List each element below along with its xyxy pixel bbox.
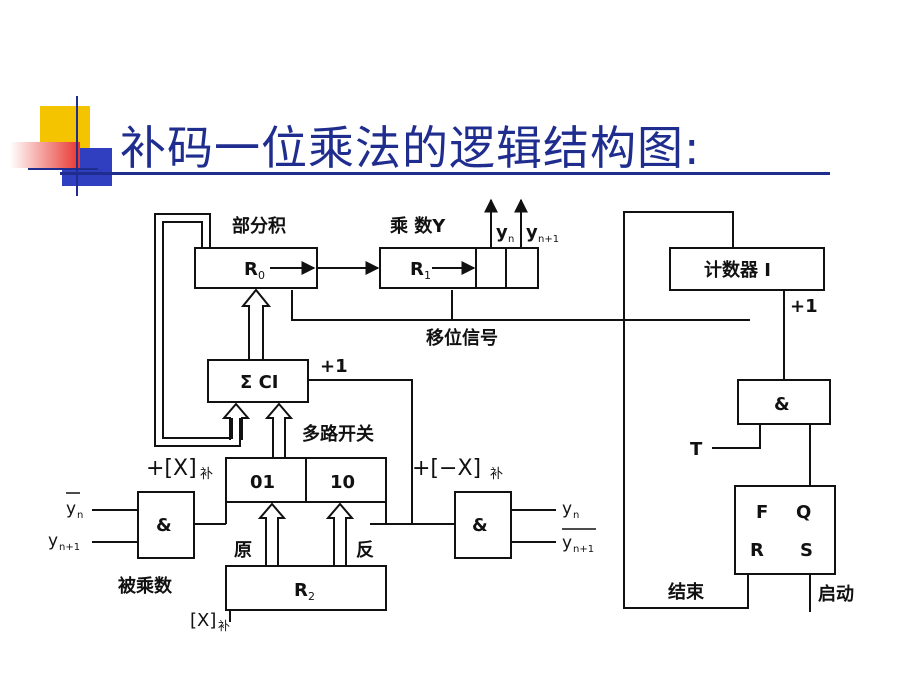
counter-label: 计数器 I	[704, 259, 771, 281]
adder-label: Σ CI	[240, 372, 278, 393]
and-right-label: &	[472, 515, 488, 536]
slide-title: 补码一位乘法的逻辑结构图:	[120, 121, 701, 175]
start-label: 启动	[818, 583, 854, 605]
counter-feedback-line	[623, 211, 749, 609]
end-label: 结束	[668, 581, 705, 603]
counter-plus-one-label: +1	[790, 296, 818, 317]
r2-to-mux-left-arrow	[257, 502, 287, 566]
in-yn-label: y	[562, 499, 572, 519]
r1-register	[379, 247, 539, 289]
plus-x-label: +[X]	[146, 456, 197, 481]
and-counter-label: &	[774, 394, 790, 415]
yn1-sub-label: n+1	[538, 234, 559, 245]
in-yn-sub-label: n	[573, 510, 579, 521]
adder-plus-one-label: +1	[320, 356, 348, 377]
in-yn1-bar-label: y	[562, 533, 572, 553]
yn-label: y	[496, 222, 508, 243]
and-right-to-mux	[385, 502, 455, 525]
in-yn1-sub-label: n+1	[59, 542, 80, 553]
and-left-label: &	[156, 515, 172, 536]
yuan-label: 原	[234, 540, 252, 561]
in-yn-bar-sub-label: n	[77, 510, 83, 521]
r2-sub-label: 2	[308, 590, 315, 603]
deco-vertical-line	[76, 96, 78, 196]
fan-label: 反	[356, 540, 374, 561]
flipflop-f-label: F	[756, 502, 768, 523]
r2-label: R	[294, 580, 308, 601]
x-comp-label: [X]	[190, 610, 216, 631]
mux-left-label: 01	[250, 472, 275, 493]
in-yn-bar-label: y	[66, 499, 76, 519]
r0-label: R	[244, 259, 258, 280]
feedback-loop-inner	[162, 221, 233, 439]
minus-x-label: +[−X]	[412, 456, 481, 481]
minus-x-sub-label: 补	[490, 467, 503, 482]
mux-right-label: 10	[330, 472, 355, 493]
shift-signal-label: 移位信号	[426, 327, 498, 349]
flipflop-s-label: S	[800, 540, 813, 561]
plus-x-sub-label: 补	[200, 467, 213, 482]
r1-label: R	[410, 259, 424, 280]
in-yn1-label: y	[48, 531, 58, 551]
title-underline	[60, 172, 830, 175]
mux-label: 多路开关	[302, 423, 374, 445]
deco-horizontal-line	[28, 168, 98, 170]
r2-to-mux-right-arrow	[325, 502, 355, 566]
mux-to-adder-arrow	[264, 402, 294, 458]
r2-register	[225, 565, 387, 611]
t-label: T	[690, 439, 703, 460]
shift-signal-line	[291, 290, 750, 321]
partial-product-label: 部分积	[232, 215, 286, 237]
yn1-label: y	[526, 222, 538, 243]
adder-to-r0-arrow	[240, 288, 272, 360]
flipflop-r-label: R	[750, 540, 764, 561]
feedback-into-adder-arrow	[221, 402, 251, 440]
flipflop-block	[734, 485, 836, 575]
r0-sub-label: 0	[258, 269, 265, 282]
multiplicand-label: 被乘数	[118, 575, 173, 597]
x-comp-sub-label: 补	[218, 619, 230, 633]
feedback-loop-outer	[154, 213, 241, 447]
in-yn1-bar-sub-label: n+1	[573, 544, 594, 555]
and-gate-counter	[737, 379, 831, 425]
r1-sub-label: 1	[424, 269, 431, 282]
yn-sub-label: n	[508, 234, 514, 245]
multiplier-label: 乘 数Y	[389, 215, 446, 237]
t-input-line	[712, 424, 761, 449]
deco-red-bar	[10, 142, 80, 168]
flipflop-q-label: Q	[796, 502, 811, 523]
counter-block	[669, 247, 825, 291]
